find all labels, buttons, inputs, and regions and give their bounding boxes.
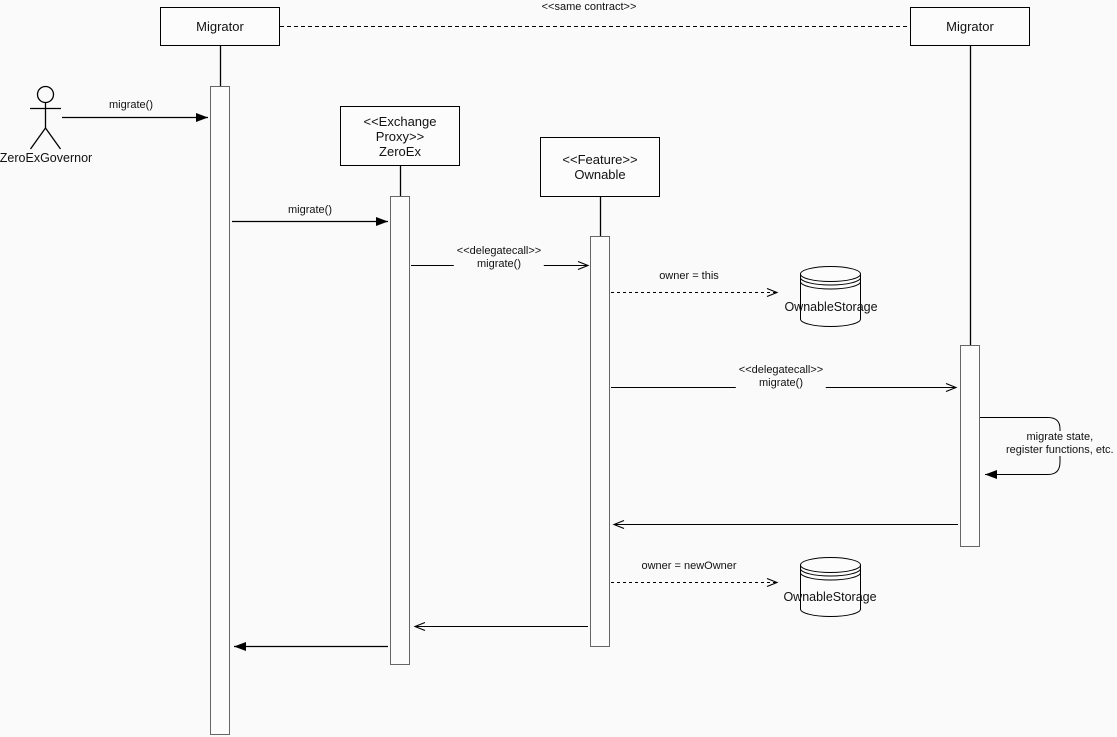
activation-bar-migrator-left bbox=[210, 86, 230, 735]
message-stereotype: <<delegatecall>> bbox=[738, 364, 824, 376]
message-label-migrate-1: migrate() bbox=[105, 99, 157, 112]
participant-box-migrator-right: Migrator bbox=[910, 7, 1030, 46]
message-label-migrate-2: migrate() bbox=[284, 204, 336, 217]
activation-bar-ownable bbox=[590, 236, 610, 647]
message-operation: migrate() bbox=[758, 376, 804, 389]
participant-name: ZeroEx bbox=[379, 143, 421, 159]
self-call-line1: migrate state, bbox=[1026, 431, 1094, 443]
actor-name-label: ZeroExGovernor bbox=[0, 151, 93, 165]
database-cylinder-icon-top bbox=[800, 266, 861, 327]
message-stereotype: <<delegatecall>> bbox=[456, 245, 542, 257]
participant-name: Migrator bbox=[946, 19, 994, 34]
self-call-line2: register functions, etc. bbox=[1006, 443, 1114, 456]
message-label-delegatecall-1: <<delegatecall>> migrate() bbox=[453, 245, 545, 270]
database-cylinder-icon-bottom bbox=[800, 557, 861, 617]
datastore-label-top: OwnableStorage bbox=[784, 300, 878, 314]
message-operation: migrate() bbox=[476, 257, 522, 270]
same-contract-label: <<same contract>> bbox=[538, 1, 640, 14]
participant-stereotype: <<Feature>> bbox=[562, 152, 638, 167]
participant-name: Migrator bbox=[196, 19, 244, 34]
participant-box-migrator-left: Migrator bbox=[160, 7, 280, 46]
message-label-owner-newowner: owner = newOwner bbox=[638, 560, 740, 573]
message-label-delegatecall-2: <<delegatecall>> migrate() bbox=[735, 364, 827, 389]
activation-bar-migrator-right bbox=[960, 345, 980, 547]
participant-box-exchange-proxy: <<Exchange Proxy>> ZeroEx bbox=[340, 106, 460, 166]
message-label-self-call: migrate state, register functions, etc. bbox=[1003, 431, 1117, 456]
participant-name: Ownable bbox=[574, 167, 626, 182]
participant-stereotype: <<Exchange Proxy>> bbox=[363, 113, 437, 144]
actor-stick-figure-icon bbox=[29, 85, 62, 150]
datastore-label-bottom: OwnableStorage bbox=[783, 590, 877, 604]
participant-box-ownable: <<Feature>> Ownable bbox=[540, 137, 660, 197]
activation-bar-exchange-proxy bbox=[390, 196, 410, 665]
message-label-owner-this: owner = this bbox=[656, 270, 722, 283]
